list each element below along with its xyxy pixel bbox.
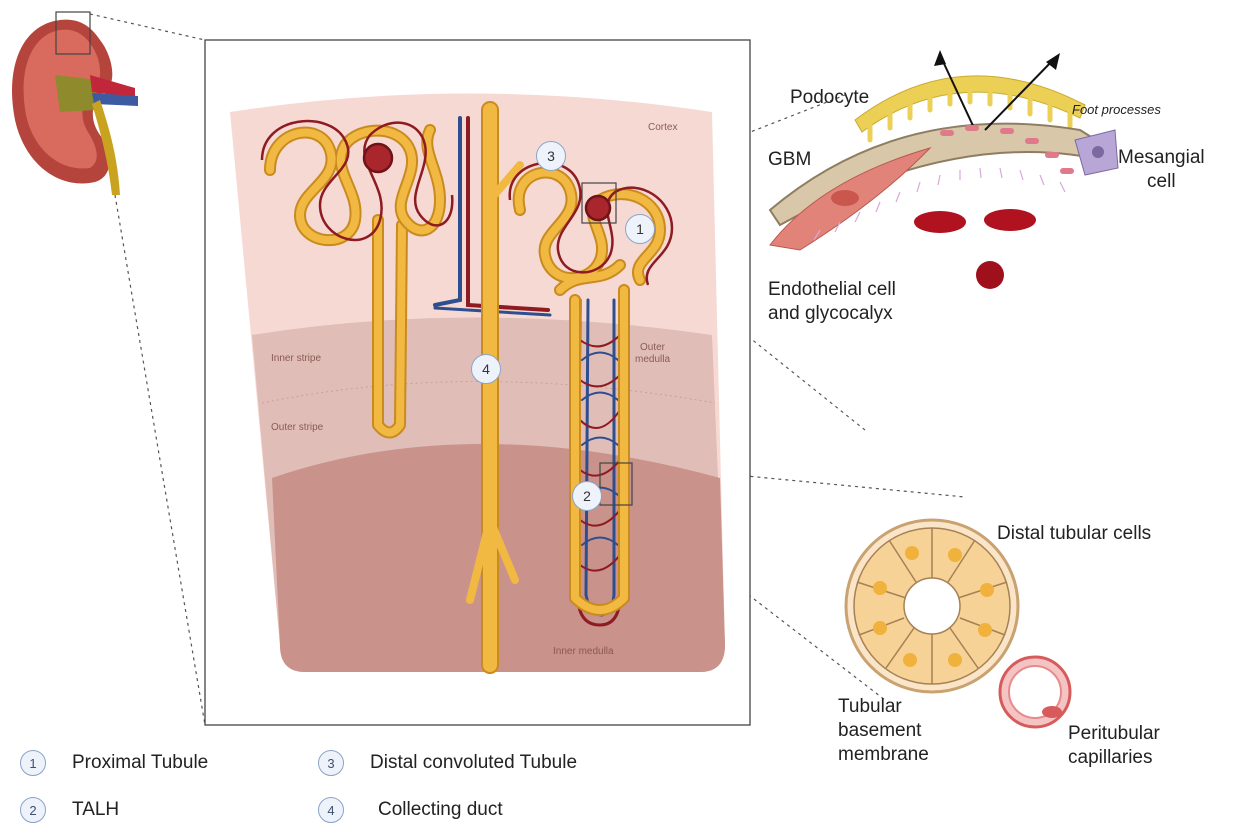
legend-label: Collecting duct [378, 799, 503, 821]
legend-number: 1 [20, 750, 46, 776]
label-distal-tubular-cells: Distal tubular cells [997, 522, 1151, 546]
label-mesangial-line1: Mesangial [1118, 146, 1205, 170]
region-label-outer-medulla: Outer medulla [635, 342, 670, 366]
region-label-cortex: Cortex [648, 122, 677, 134]
label-gbm: GBM [768, 148, 811, 172]
label-tbm-line2: basement [838, 719, 929, 743]
label-mesangial-cell: Mesangial cell [1118, 146, 1205, 194]
label-tbm-line1: Tubular [838, 695, 929, 719]
marker-1: 1 [625, 214, 655, 244]
marker-4: 4 [471, 354, 501, 384]
legend-number: 4 [318, 797, 344, 823]
label-foot-processes: Foot processes [1072, 102, 1161, 118]
label-endothelial-line1: Endothelial cell [768, 278, 896, 302]
legend-number: 2 [20, 797, 46, 823]
legend-label: TALH [72, 799, 119, 821]
legend-label: Distal convoluted Tubule [370, 752, 577, 774]
kidney-icon [12, 12, 138, 195]
label-podocyte: Podocyte [790, 86, 869, 110]
legend-item-2: 2 TALH [20, 797, 119, 823]
marker-3: 3 [536, 141, 566, 171]
marker-2: 2 [572, 481, 602, 511]
region-label-outer-medulla-text: Outer medulla [635, 342, 670, 365]
label-tubular-basement-membrane: Tubular basement membrane [838, 695, 929, 766]
label-mesangial-line2: cell [1118, 170, 1205, 194]
region-label-outer-stripe: Outer stripe [271, 422, 323, 434]
legend-item-3: 3 Distal convoluted Tubule [318, 750, 577, 776]
label-endothelial: Endothelial cell and glycocalyx [768, 278, 896, 326]
label-peritubular-line1: Peritubular [1068, 722, 1160, 746]
label-peritubular-capillaries: Peritubular capillaries [1068, 722, 1160, 770]
legend-number: 3 [318, 750, 344, 776]
region-label-inner-stripe: Inner stripe [271, 353, 321, 365]
region-label-inner-medulla: Inner medulla [553, 646, 614, 658]
legend-item-4: 4 Collecting duct [318, 797, 503, 823]
label-tbm-line3: membrane [838, 743, 929, 767]
label-endothelial-line2: and glycocalyx [768, 302, 896, 326]
legend-item-1: 1 Proximal Tubule [20, 750, 208, 776]
label-peritubular-line2: capillaries [1068, 746, 1160, 770]
legend-label: Proximal Tubule [72, 752, 208, 774]
